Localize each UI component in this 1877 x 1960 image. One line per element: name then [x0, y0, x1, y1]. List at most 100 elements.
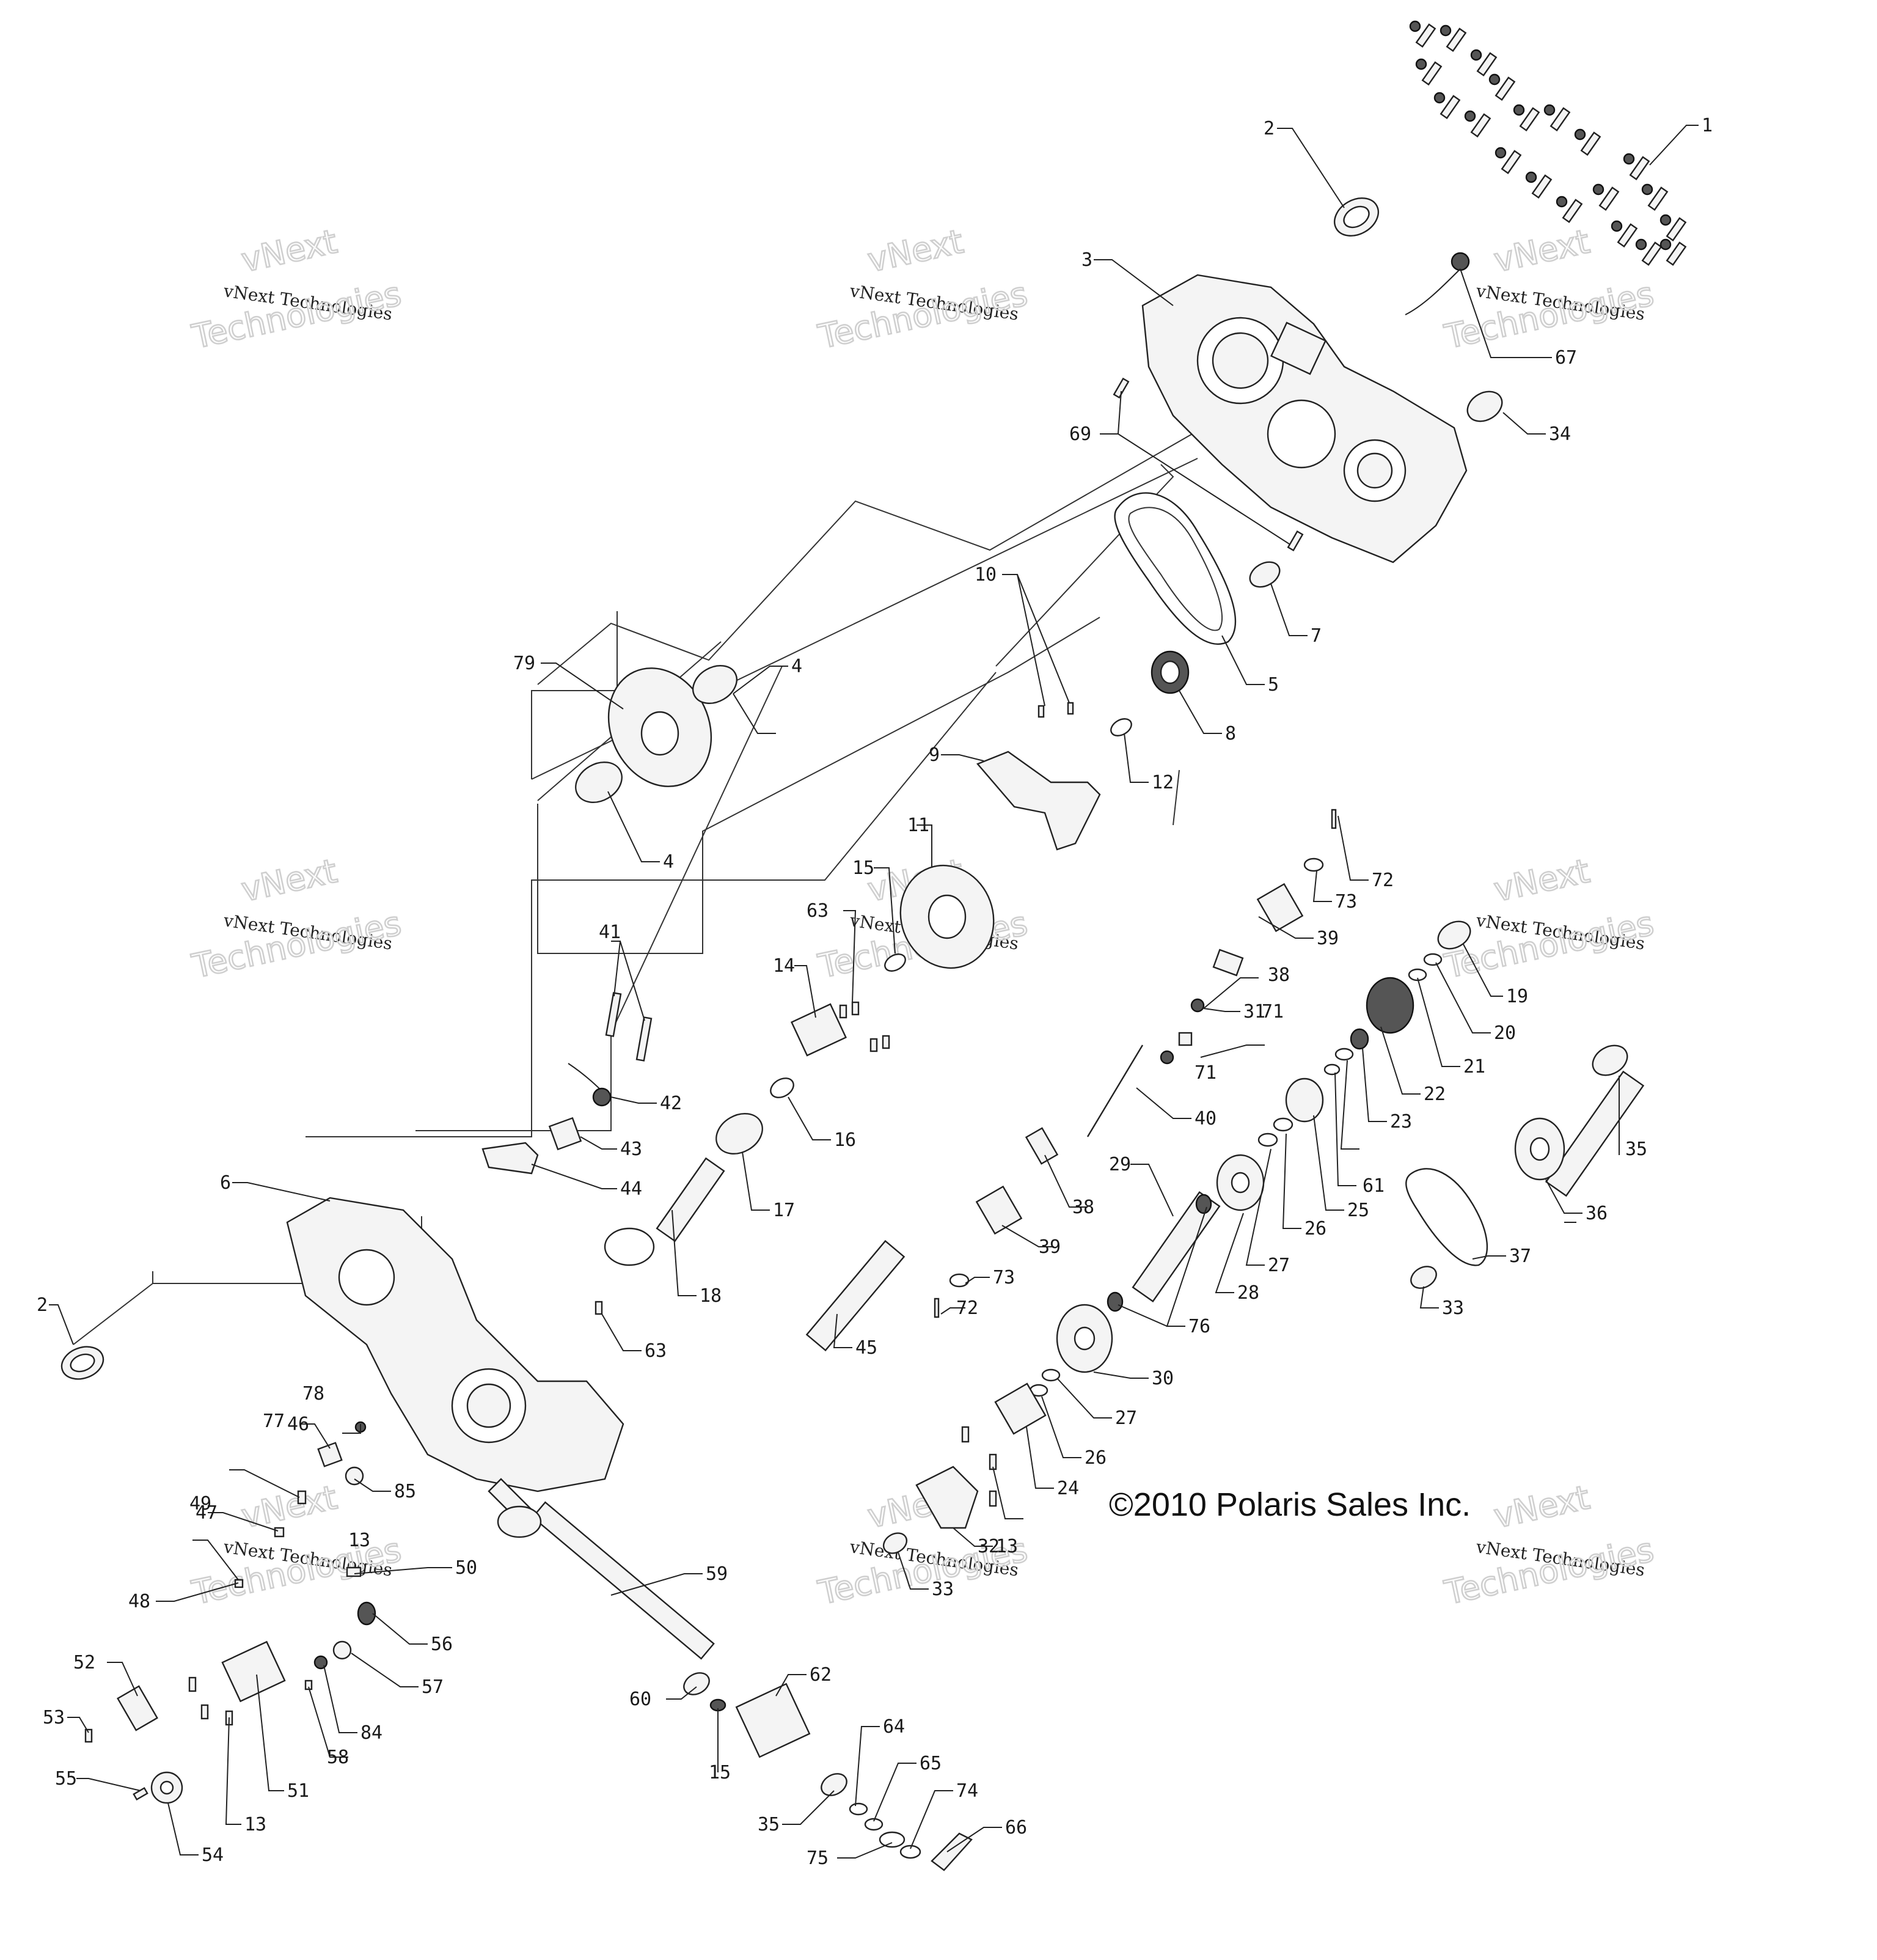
svg-text:vNext: vNext: [1491, 851, 1593, 909]
callout-leaders: [49, 125, 1699, 1859]
callout-33: 33: [932, 1579, 954, 1600]
callout-34: 34: [1549, 424, 1571, 445]
bearing-4-lower: [575, 762, 623, 803]
gear-22: [1350, 1028, 1369, 1050]
callout-13: 13: [244, 1814, 266, 1835]
callout-74: 74: [956, 1780, 978, 1802]
svg-text:Technologies: Technologies: [1441, 1530, 1657, 1612]
ring-74: [899, 1844, 921, 1859]
seal-7: [1249, 561, 1281, 588]
callout-48: 48: [128, 1591, 150, 1612]
callout-85: 85: [394, 1481, 416, 1502]
callout-3: 3: [1081, 249, 1092, 271]
callout-41: 41: [599, 922, 621, 943]
ring-26-upper: [1273, 1117, 1293, 1132]
callout-27: 27: [1268, 1255, 1290, 1276]
callout-11: 11: [907, 815, 929, 836]
shift-fork: [976, 751, 1101, 851]
callout-16: 16: [834, 1129, 856, 1151]
callout-25: 25: [1347, 1200, 1369, 1221]
drive-chain: [1114, 492, 1237, 645]
ring-27-lower: [1041, 1368, 1061, 1382]
callout-79: 79: [513, 653, 535, 674]
output-shaft: [497, 1501, 715, 1660]
callout-26: 26: [1085, 1447, 1107, 1469]
ring-27-upper: [1257, 1132, 1278, 1147]
watermark-mid-left: vNext vNext Technologies Technologies: [188, 851, 405, 986]
bearing-plate: [791, 1003, 847, 1057]
detent-block-43: [548, 1117, 582, 1151]
callout-57: 57: [422, 1676, 444, 1698]
callout-38: 38: [1072, 1197, 1094, 1218]
svg-text:Technologies: Technologies: [189, 1530, 404, 1612]
callout-60: 60: [629, 1689, 651, 1710]
watermark-mid-right: vNext vNext Technologies Technologies: [1440, 851, 1658, 986]
callout-47: 47: [196, 1502, 218, 1524]
callout-30: 30: [1152, 1368, 1174, 1389]
ring-64: [849, 1802, 868, 1816]
ring-20: [1408, 968, 1427, 982]
case-bolts: [1409, 20, 1687, 266]
ring-19: [1423, 953, 1443, 966]
callout-45: 45: [855, 1337, 877, 1359]
svg-text:Technologies: Technologies: [189, 904, 404, 986]
chain-37: [1405, 1168, 1488, 1266]
callout-6: 6: [220, 1172, 231, 1194]
gear-30-hub: [1074, 1326, 1096, 1351]
callout-40: 40: [1195, 1108, 1217, 1129]
bearing-19: [1437, 920, 1471, 950]
spring-42: [568, 1063, 612, 1107]
motor-assembly: [84, 1640, 286, 1804]
shaft-18: [604, 1157, 725, 1266]
callout-78: 78: [302, 1383, 324, 1404]
callout-71: 71: [1195, 1062, 1217, 1084]
svg-text:Technologies: Technologies: [1441, 904, 1657, 986]
callout-55: 55: [55, 1768, 77, 1789]
callout-19: 19: [1506, 986, 1528, 1007]
callout-51: 51: [287, 1780, 309, 1802]
callout-42: 42: [660, 1093, 682, 1114]
callout-12: 12: [1152, 772, 1174, 793]
callout-9: 9: [929, 744, 940, 766]
ring-23: [1334, 1048, 1354, 1061]
callout-21: 21: [1463, 1056, 1485, 1077]
shaft-36: [1514, 1070, 1645, 1197]
svg-text:vNext: vNext: [238, 851, 340, 909]
bearing-4-upper: [692, 664, 737, 705]
callout-46: 46: [287, 1414, 309, 1435]
callout-76: 76: [1188, 1316, 1210, 1337]
bearing-35-upper: [1592, 1044, 1628, 1076]
callout-43: 43: [620, 1139, 642, 1160]
watermark-low-left: vNext vNext Technologies Technologies: [188, 1477, 405, 1613]
callout-53: 53: [43, 1707, 65, 1728]
svg-text:vNext: vNext: [865, 222, 967, 279]
callout-13: 13: [996, 1536, 1018, 1557]
case-half-left: [286, 1197, 624, 1529]
callout-38: 38: [1268, 964, 1290, 986]
callout-61: 61: [1363, 1175, 1385, 1197]
dowel-pin: [1113, 377, 1130, 399]
callout-50: 50: [455, 1557, 477, 1579]
callout-13: 13: [348, 1530, 370, 1551]
callout-62: 62: [810, 1664, 832, 1686]
gear-79: [607, 667, 712, 787]
callout-49: 49: [189, 1493, 211, 1514]
ring-12: [1110, 718, 1132, 736]
bracket-44: [481, 1142, 539, 1175]
ring-61: [1323, 1063, 1341, 1076]
callout-77: 77: [263, 1411, 285, 1432]
callout-26: 26: [1304, 1218, 1326, 1239]
callout-69: 69: [1069, 424, 1091, 445]
callout-4: 4: [791, 656, 802, 677]
callout-22: 22: [1424, 1084, 1446, 1105]
seal-33-right: [1410, 1266, 1437, 1289]
gear-21: [1366, 977, 1414, 1034]
ring-65: [864, 1818, 884, 1831]
small-parts-cluster: [234, 1421, 376, 1690]
watermark-top-left: vNext vNext Technologies Technologies: [188, 221, 405, 357]
callout-10: 10: [975, 564, 997, 585]
seal-left-inner: [70, 1353, 95, 1373]
callout-20: 20: [1494, 1022, 1516, 1044]
svg-text:Technologies: Technologies: [189, 274, 404, 356]
